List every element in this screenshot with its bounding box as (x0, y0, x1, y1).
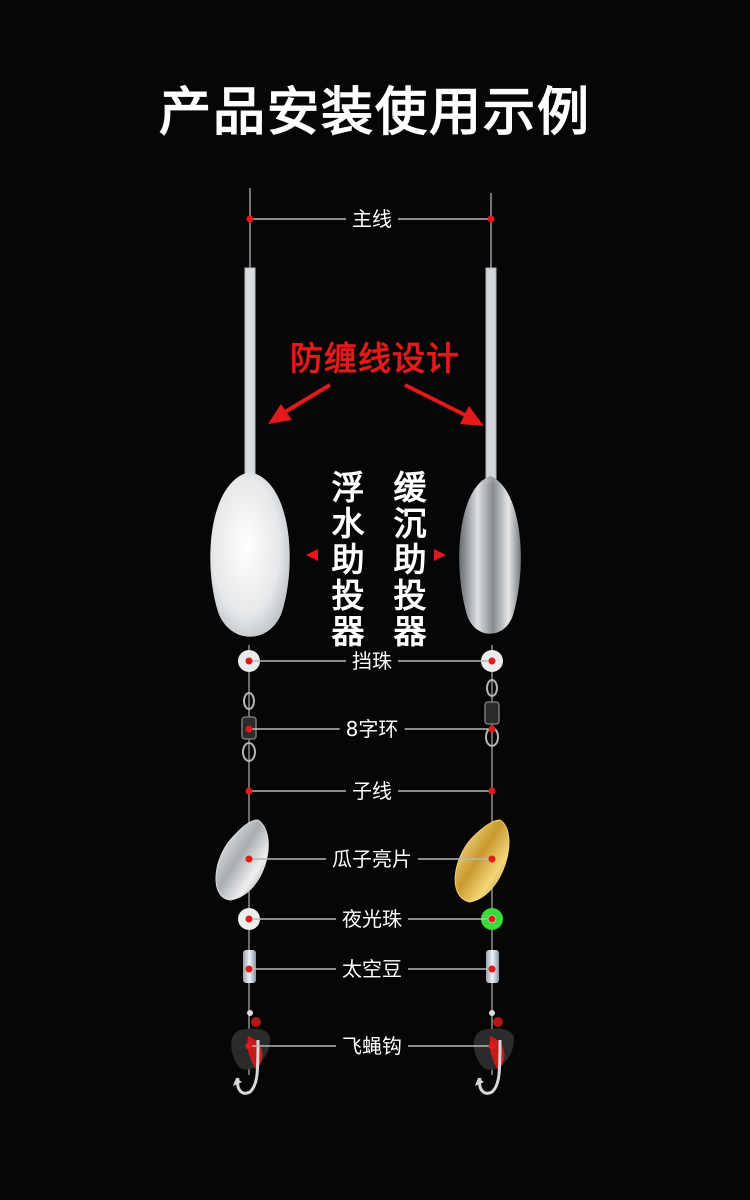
main-line-label: 主线 (346, 207, 398, 231)
stop-bead-label: 挡珠 (346, 649, 398, 673)
spinner-label: 瓜子亮片 (326, 847, 418, 871)
right-float (459, 476, 521, 634)
right-arrow (404, 383, 484, 426)
floating-caster-label: 浮水助投器 (331, 468, 365, 651)
fly-hook-label: 飞蝇钩 (336, 1034, 408, 1058)
anti-tangle-heading: 防缠线设计 (290, 339, 460, 378)
right-swivel (484, 679, 500, 747)
glow-bead-label: 夜光珠 (336, 907, 408, 931)
left-float (210, 472, 290, 637)
left-arrow (268, 383, 332, 424)
swivel-label: 8字环 (339, 717, 405, 741)
slow-sink-caster-label: 缓沉助投器 (393, 468, 427, 651)
leader-line-label: 子线 (346, 779, 398, 803)
right-pointer (434, 549, 446, 561)
left-fly-hook (231, 1010, 271, 1095)
left-pointer (306, 549, 318, 561)
right-spinner (454, 819, 510, 903)
space-bean-label: 太空豆 (336, 957, 408, 981)
page-title: 产品安装使用示例 (158, 83, 591, 143)
left-spinner (215, 819, 269, 901)
right-fly-hook (473, 1010, 515, 1095)
leader-dots (245, 215, 496, 1050)
